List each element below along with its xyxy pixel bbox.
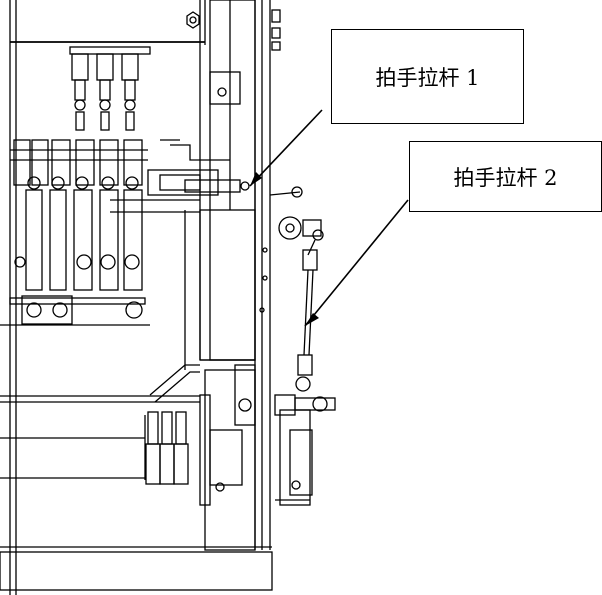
callout-lever-2: 拍手拉杆 2 bbox=[409, 141, 602, 212]
callout-lever-1-text: 拍手拉杆 1 bbox=[375, 65, 480, 90]
lower-fuse-holders bbox=[144, 411, 189, 485]
pointer-lever-2 bbox=[304, 199, 409, 327]
arrowhead-lever-1 bbox=[250, 172, 262, 186]
lever-2-rod bbox=[269, 186, 324, 392]
lower-mechanism bbox=[199, 364, 336, 551]
top-fuse-holders bbox=[69, 46, 151, 131]
lever-1-link bbox=[184, 179, 250, 193]
arrowhead-lever-2 bbox=[305, 313, 319, 326]
pointer-lever-1 bbox=[249, 109, 323, 187]
callout-lever-2-text: 拍手拉杆 2 bbox=[453, 165, 558, 190]
callout-lever-1: 拍手拉杆 1 bbox=[331, 29, 524, 124]
top-nut bbox=[186, 11, 200, 29]
mechanism-column bbox=[149, 0, 281, 550]
busbar-assembly bbox=[9, 139, 219, 325]
callout-pointers bbox=[249, 109, 409, 327]
